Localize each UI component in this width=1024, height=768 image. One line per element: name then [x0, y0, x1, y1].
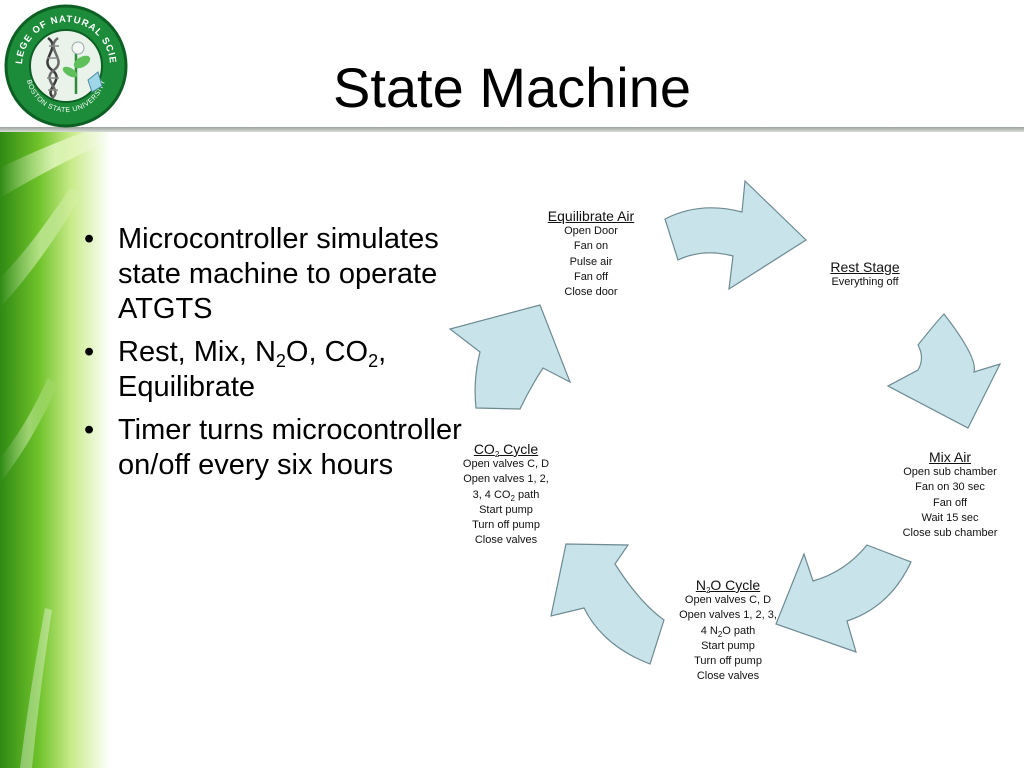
cycle-arrow-rest-to-mix: [886, 313, 1002, 429]
subscript: 2: [717, 629, 723, 639]
state-action: Open valves C, D: [462, 458, 550, 470]
state-action: Close door: [564, 286, 618, 299]
state-co2-cycle: CO2 Cycle Open valves C, D Open valves 1…: [446, 441, 566, 549]
subscript: 2: [510, 493, 515, 503]
subscript: 2: [275, 351, 286, 371]
cycle-arrow-mix-to-n2o: [775, 544, 912, 653]
state-title: Mix Air: [929, 449, 971, 465]
state-action: Start pump: [479, 503, 533, 516]
action-part: 4 N: [700, 624, 718, 637]
state-action: Close valves: [696, 670, 760, 683]
subscript: 2: [494, 450, 500, 459]
state-action: Fan on: [573, 240, 609, 253]
cycle-arrow-n2o-to-co2: [550, 543, 665, 665]
state-action: Start pump: [701, 639, 755, 652]
cycle-arrow-co2-to-equilibrate: [448, 304, 572, 410]
title-divider: [0, 127, 1024, 132]
bullet-text-part: O, CO: [285, 336, 369, 368]
state-rest-stage: Rest Stage Everything off: [810, 259, 920, 290]
state-action: Wait 15 sec: [921, 511, 979, 524]
slide-title: State Machine: [333, 56, 691, 119]
subscript: 2: [705, 586, 711, 595]
state-equilibrate-air: Equilibrate Air Open Door Fan on Pulse a…: [530, 208, 652, 300]
state-action: 3, 4 CO2 path: [446, 488, 566, 503]
title-part: N: [695, 577, 706, 593]
action-part: O path: [722, 624, 756, 637]
state-title: Rest Stage: [830, 259, 900, 275]
action-part: 3, 4 CO: [472, 488, 511, 501]
state-action: Close valves: [474, 534, 538, 547]
action-part: path: [514, 488, 540, 501]
title-part: O Cycle: [710, 577, 761, 593]
state-action: Fan off: [932, 496, 968, 509]
state-title: Equilibrate Air: [547, 208, 635, 224]
bullet-text-part: , Equilibrate: [118, 336, 387, 403]
cycle-arrow-equilibrate-to-rest: [664, 179, 807, 291]
bullet-item: Timer turns microcontroller on/off every…: [80, 413, 500, 483]
state-action: Open valves C, D: [684, 594, 772, 606]
college-seal-logo: COLLEGE OF NATURAL SCIENCE BOSTON STATE …: [2, 2, 128, 128]
title-part: CO: [473, 441, 495, 457]
state-action: Open valves 1, 2,: [463, 473, 549, 486]
state-action: Open sub chamber: [903, 466, 997, 478]
title-part: Cycle: [499, 441, 539, 457]
state-title: CO2 Cycle: [446, 441, 566, 459]
state-action: Open valves 1, 2, 3,: [679, 609, 777, 622]
subscript: 2: [368, 351, 379, 371]
state-action: Close sub chamber: [902, 527, 998, 540]
bullet-item: Microcontroller simulates state machine …: [80, 222, 500, 327]
state-action: 4 N2O path: [666, 624, 790, 639]
state-action: Open Door: [564, 225, 618, 237]
state-title: N2O Cycle: [666, 577, 790, 595]
state-action: Fan on 30 sec: [915, 481, 985, 494]
bullet-list: Microcontroller simulates state machine …: [80, 222, 500, 491]
bullet-text: Microcontroller simulates state machine …: [118, 223, 439, 325]
state-action: Turn off pump: [472, 519, 540, 532]
bullet-item: Rest, Mix, N2O, CO2, Equilibrate: [80, 335, 500, 405]
bullet-text-part: Rest, Mix, N: [118, 336, 276, 368]
state-action: Pulse air: [569, 255, 613, 268]
state-action: Fan off: [573, 270, 609, 283]
state-mix-air: Mix Air Open sub chamber Fan on 30 sec F…: [886, 449, 1014, 541]
state-n2o-cycle: N2O Cycle Open valves C, D Open valves 1…: [666, 577, 790, 685]
state-action: Turn off pump: [694, 655, 762, 668]
state-action: Everything off: [831, 276, 899, 288]
bullet-text: Timer turns microcontroller on/off every…: [118, 414, 462, 481]
